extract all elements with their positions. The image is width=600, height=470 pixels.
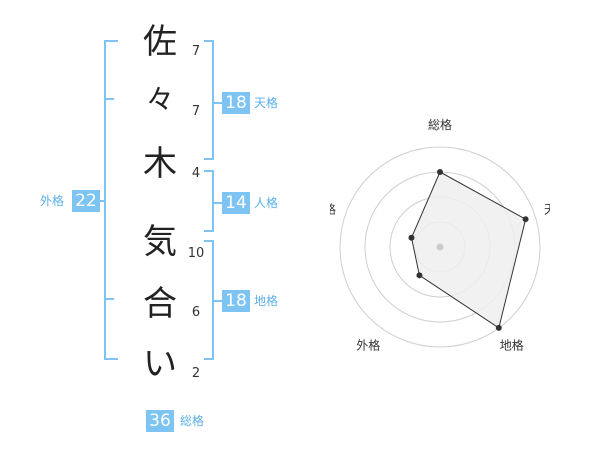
gaikaku-label: 外格 xyxy=(40,194,65,208)
gaikaku-bracket-top xyxy=(104,40,118,42)
radar-axis-label-5: 人格 xyxy=(330,201,336,216)
radar-point-4 xyxy=(416,272,423,279)
jinkaku-bracket-bottom xyxy=(204,230,214,232)
soukaku-label: 総格 xyxy=(180,414,205,428)
stroke-count-3: 4 xyxy=(191,166,201,181)
soukaku-value: 36 xyxy=(146,410,174,432)
fortune-radar-chart: 総格天格地格 外格 人格 xyxy=(330,117,550,353)
stroke-count-5: 6 xyxy=(191,305,201,320)
gaikaku-bracket-bottom xyxy=(104,358,118,360)
gaikaku-tick-1 xyxy=(104,98,114,100)
radar-axis-label-2: 天格 xyxy=(544,201,550,216)
radar-center-dot xyxy=(436,243,444,251)
radar-point-1 xyxy=(437,169,443,175)
stroke-count-4: 10 xyxy=(187,246,205,261)
tenkaku-bracket-top xyxy=(204,40,214,42)
radar-ring-4 xyxy=(339,146,541,348)
stroke-count-6: 2 xyxy=(191,366,201,381)
name-char-4: 気 xyxy=(143,222,177,262)
radar-axis-labels: 総格天格地格 外格 人格 xyxy=(330,117,550,353)
radar-point-3 xyxy=(495,324,502,331)
radar-polygon xyxy=(410,171,527,329)
stroke-count-1: 7 xyxy=(191,44,201,59)
chikaku-bracket-bottom xyxy=(204,358,214,360)
radar-axis-label-4: 外格 xyxy=(356,338,380,353)
jinkaku-value: 14 xyxy=(222,192,250,214)
name-char-1: 佐 xyxy=(143,22,177,62)
tenkaku-label: 天格 xyxy=(254,96,279,110)
stroke-count-2: 7 xyxy=(191,104,201,119)
chikaku-bracket-top xyxy=(204,240,214,242)
radar-axis-label-3: 地格 xyxy=(500,338,524,353)
name-char-3: 木 xyxy=(143,144,177,184)
gaikaku-bracket-vertical xyxy=(104,40,106,360)
name-char-6: い xyxy=(143,344,177,384)
tenkaku-value: 18 xyxy=(222,92,250,114)
jinkaku-label: 人格 xyxy=(254,196,279,210)
name-char-2: 々 xyxy=(145,83,174,116)
jinkaku-bracket-top xyxy=(204,170,214,172)
gaikaku-connector xyxy=(96,200,104,202)
chikaku-connector xyxy=(212,300,222,302)
radar-point-2 xyxy=(522,216,529,223)
tenkaku-connector xyxy=(212,102,222,104)
jinkaku-bracket-vertical xyxy=(212,170,214,232)
gaikaku-tick-2 xyxy=(104,298,114,300)
tenkaku-bracket-bottom xyxy=(204,158,214,160)
radar-points xyxy=(408,169,529,331)
radar-point-5 xyxy=(408,234,415,241)
name-char-5: 合 xyxy=(143,284,177,324)
tenkaku-bracket-vertical xyxy=(212,40,214,160)
radar-axis-label-1: 総格 xyxy=(428,117,452,132)
chikaku-label: 地格 xyxy=(254,294,279,308)
chikaku-value: 18 xyxy=(222,290,250,312)
gaikaku-value: 22 xyxy=(72,190,100,212)
jinkaku-connector xyxy=(212,202,222,204)
